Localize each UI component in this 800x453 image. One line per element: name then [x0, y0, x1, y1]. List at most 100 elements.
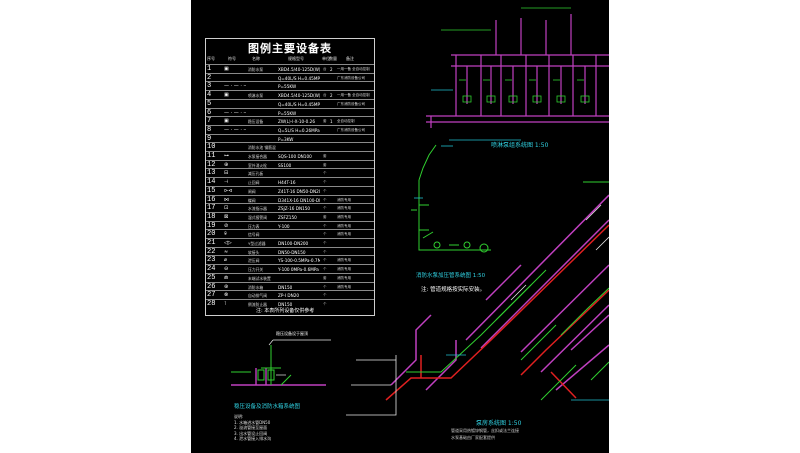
table-cell-sym: — · — · — — [224, 109, 246, 116]
table-cell-name: 压力开关 — [248, 267, 264, 273]
table-cell-qty: 2 — [330, 67, 333, 72]
table-cell-name: Y型过滤器 — [248, 241, 266, 246]
table-cell-no: 4 — [207, 91, 212, 100]
left-note-line: 说明: — [234, 414, 244, 419]
table-cell-spec: Q=40L/S H=0.45MPa — [278, 101, 320, 107]
sprinkler-system-diagram — [426, 14, 609, 128]
table-row: 3— · — · —P=55KW — [206, 81, 374, 92]
table-cell-rem: 消防专用 — [337, 258, 351, 263]
table-cell-spec: D341X-16 DN100-DN150 — [278, 197, 320, 203]
table-cell-no: 12 — [207, 160, 216, 169]
table-cell-unit: 个 — [323, 293, 327, 298]
table-cell-sym: ⊣ — [224, 179, 229, 186]
table-cell-unit: 个 — [323, 267, 327, 272]
table-cell-name: 稳压设备 — [248, 119, 264, 125]
table-cell-spec: Q=5L/S H=0.26MPa — [278, 127, 320, 133]
table-header-cell: 符号 — [228, 56, 236, 61]
table-cell-no: 14 — [207, 178, 216, 187]
table-cell-rem: 一用一备 全自动控制 — [337, 67, 370, 71]
table-cell-no: 24 — [207, 265, 216, 274]
table-cell-rem: 消防专用 — [337, 284, 351, 289]
table-cell-spec: DN150 — [278, 301, 293, 307]
left-note-line: 1. 水箱进水管DN50 — [234, 419, 271, 425]
table-cell-unit: 台 — [323, 67, 327, 71]
table-cell-name: 止回阀 — [248, 180, 260, 186]
table-cell-unit: 个 — [323, 171, 327, 176]
table-cell-spec: P=55KW — [278, 110, 297, 116]
table-footnote: 注: 本表所列设备仅供参考 — [256, 308, 315, 314]
table-cell-rem: 广东消防设备公司 — [337, 101, 365, 106]
table-cell-no: 18 — [207, 212, 216, 221]
table-cell-spec: Y-100 — [278, 223, 290, 229]
table-cell-spec: XBD4.5/40-125D(W) — [278, 93, 320, 99]
table-cell-name: 湿式报警阀 — [248, 214, 267, 220]
table-header-cell: 序号 — [207, 56, 215, 61]
table-cell-name: 减压孔板 — [248, 171, 264, 177]
table-cell-unit: 个 — [323, 301, 327, 306]
table-cell-no: 17 — [207, 204, 216, 213]
table-cell-unit: 个 — [323, 284, 327, 289]
table-cell-name: 末端试水装置 — [248, 275, 271, 281]
hydrant-note: 注: 管道规格按实际安装。 — [421, 287, 486, 293]
table-cell-spec: SQS-100 DN100 — [278, 154, 312, 159]
table-cell-unit: 个 — [323, 241, 327, 245]
table-cell-rem: 消防专用 — [337, 267, 351, 272]
table-cell-no: 11 — [207, 152, 216, 160]
left-note-line: 2. 溢流管接至屋面 — [234, 425, 268, 430]
table-cell-sym: ⊶ — [224, 153, 229, 159]
table-cell-no: 21 — [207, 239, 216, 247]
table-cell-no: 22 — [207, 247, 216, 256]
table-cell-spec: ZP-I DN20 — [278, 293, 300, 299]
table-cell-rem: 消防专用 — [337, 197, 351, 202]
table-cell-unit: 个 — [323, 223, 327, 228]
table-cell-name: 水泵接合器 — [248, 154, 267, 159]
table-cell-sym: ▣ — [224, 92, 229, 99]
left-tank-diagram — [231, 368, 326, 386]
table-cell-name: 喷淋水泵 — [248, 93, 264, 99]
table-header-cell: 单位 — [322, 56, 330, 61]
table-cell-spec: DN100-DN200 — [278, 241, 309, 246]
table-cell-no: 20 — [207, 230, 216, 239]
table-cell-unit: 个 — [323, 232, 327, 237]
table-cell-sym: ⌾ — [224, 231, 228, 238]
table-cell-no: 8 — [207, 125, 212, 134]
table-cell-rem: 消防专用 — [337, 214, 351, 219]
left-note-line: 3. 出水管设止回阀 — [234, 430, 268, 436]
table-cell-sym: ≈ — [224, 248, 229, 255]
table-cell-spec: XBD4.5/40-125D(W) — [278, 67, 320, 72]
table-cell-unit: 套 — [323, 275, 327, 280]
table-cell-no: 2 — [207, 73, 212, 82]
left-tank-white — [268, 339, 331, 376]
table-row: 6 — · — · — P=55KW — [206, 107, 374, 119]
table-cell-rem: 一用一备 全自动控制 — [337, 93, 370, 98]
table-header-cell: 名称 — [252, 56, 260, 61]
sprinkler-system-label: 喷淋泵组系统图 1:50 — [491, 142, 549, 149]
pump-room-cyan — [446, 354, 609, 401]
table-cell-unit: 套 — [323, 162, 327, 167]
table-cell-no: 16 — [207, 195, 216, 204]
table-cell-no: 6 — [207, 108, 212, 117]
table-cell-name: 泄压阀 — [248, 258, 260, 264]
table-cell-sym: — · — · — — [224, 83, 246, 90]
table-row: 9 P=3KW — [206, 133, 374, 145]
table-cell-spec: Y-100 0MPa-0.6MPa — [278, 267, 319, 273]
sprinkler-valves — [441, 7, 590, 103]
pump-room-white — [346, 204, 609, 416]
table-cell-spec: P=3KW — [278, 136, 294, 142]
table-cell-no: 9 — [207, 134, 212, 143]
left-top-note: 稳压设备设于屋顶 — [276, 331, 308, 336]
table-cell-sym: ⊳⊲ — [224, 187, 233, 194]
